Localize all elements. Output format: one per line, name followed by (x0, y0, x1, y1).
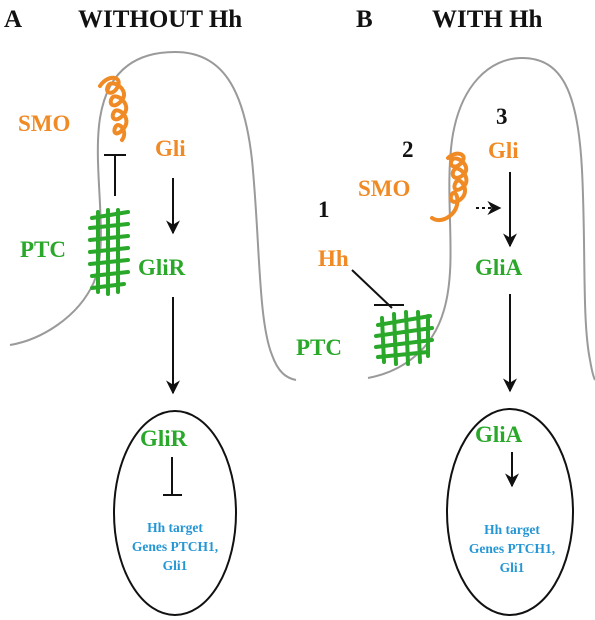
panel-b-ptc-receptor-icon (374, 310, 434, 366)
panel-b-hh-inhibits-ptc-line (351, 269, 393, 309)
panel-b-target-genes-line3: Gli1 (500, 560, 525, 575)
panel-b-title: WITH Hh (432, 6, 543, 33)
panel-b: B WITH Hh 1 2 3 SMO Gli GliA Hh PTC GliA… (296, 6, 595, 616)
panel-a-glir-cytoplasm-label: GliR (138, 255, 186, 280)
panel-a-target-genes-line3: Gli1 (163, 558, 188, 573)
panel-a-cell-membrane (9, 50, 297, 381)
panel-b-step-1-label: 1 (318, 197, 330, 222)
panel-a-smo-label: SMO (18, 111, 70, 136)
panel-a-ptc-receptor-icon (88, 208, 130, 296)
panel-b-step-2-label: 2 (402, 137, 414, 162)
panel-b-glia-cytoplasm-label: GliA (475, 255, 523, 280)
panel-a-gli-label: Gli (155, 136, 186, 161)
panel-b-cell-membrane (367, 56, 595, 381)
panel-b-glia-nucleus-label: GliA (475, 422, 523, 447)
panel-a-target-genes-line1: Hh target (147, 520, 203, 535)
panel-a-title: WITHOUT Hh (78, 6, 242, 33)
panel-b-target-genes-line1: Hh target (484, 522, 540, 537)
panel-b-hh-label: Hh (318, 246, 349, 271)
panel-b-smo-label: SMO (358, 176, 410, 201)
panel-a-letter: A (4, 6, 22, 33)
panel-b-gli-label: Gli (488, 138, 519, 163)
panel-a: A WITHOUT Hh SMO Gli PTC GliR GliR Hh ta… (4, 6, 297, 616)
panel-b-nucleus (446, 408, 574, 616)
panel-a-smo-receptor-icon (98, 75, 129, 142)
panel-a-ptc-label: PTC (20, 237, 66, 262)
panel-a-target-genes-line2: Genes PTCH1, (132, 539, 218, 554)
panel-b-target-genes-line2: Genes PTCH1, (469, 541, 555, 556)
panel-b-step-3-label: 3 (496, 104, 508, 129)
panel-b-letter: B (356, 6, 373, 33)
panel-a-nucleus (113, 410, 237, 616)
panel-a-glir-nucleus-label: GliR (140, 426, 188, 451)
panel-b-ptc-label: PTC (296, 335, 342, 360)
panel-b-smo-receptor-icon (430, 151, 469, 223)
